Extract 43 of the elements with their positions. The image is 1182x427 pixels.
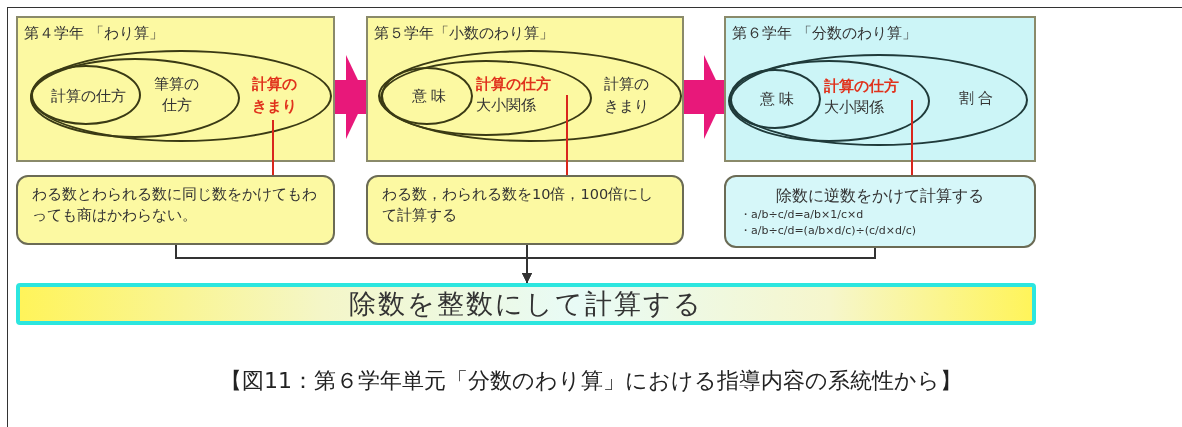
concept-label: 意 味 — [758, 89, 796, 110]
panel-heading: 第４学年 「わり算」 — [24, 24, 164, 43]
block-arrow — [335, 55, 366, 139]
highlighted-term: 計算の仕方 — [475, 73, 552, 95]
concept-ellipse — [378, 50, 682, 142]
highlighted-term: 計算の仕方 — [823, 75, 900, 97]
connector-line — [566, 94, 568, 176]
panel-heading: 第５学年「小数のわり算」 — [374, 24, 554, 43]
concept-ellipse — [727, 59, 930, 142]
note-text: 除数に逆数をかけて計算する — [775, 185, 985, 207]
concept-label: 意 味 — [410, 86, 448, 107]
highlighted-term: 計算のきまり — [250, 74, 298, 117]
block-arrow — [684, 55, 724, 139]
note-box — [16, 175, 335, 245]
summary-bar — [16, 283, 1036, 325]
concept-ellipse — [729, 69, 821, 129]
note-text: わる数とわられる数に同じ数をかけてもわっても商はかわらない。 — [32, 185, 318, 225]
concept-label: 大小関係 — [823, 97, 885, 119]
concept-ellipse — [30, 50, 332, 142]
concept-label: 筆算の仕方 — [153, 73, 200, 117]
arrow — [522, 247, 876, 284]
summary-text: 除数を整数にして計算する — [349, 287, 703, 321]
concept-ellipse — [379, 59, 592, 136]
concept-label: 計算の仕方 — [49, 86, 127, 107]
concept-ellipse — [31, 65, 141, 125]
concept-ellipse — [381, 67, 473, 125]
connector-line — [272, 119, 274, 176]
grade-panel — [366, 16, 684, 162]
grade-panel — [16, 16, 335, 162]
caption: 【図11：第６学年単元「分数のわり算」における指導内容の系統性から】 — [219, 367, 963, 395]
grade-panel — [724, 16, 1036, 162]
concept-label: 割 合 — [957, 88, 995, 109]
note-box — [724, 175, 1036, 248]
concept-label: 計算のきまり — [602, 74, 650, 117]
concept-ellipse — [730, 54, 1028, 146]
note-box — [366, 175, 684, 245]
formula-text: ・a/b÷c/d=a/b×1/c×d — [740, 207, 865, 224]
connector-line — [911, 99, 913, 176]
note-text: わる数，わられる数を10倍，100倍にして計算する — [382, 185, 655, 225]
concept-ellipse — [29, 57, 240, 138]
panel-heading: 第６学年 「分数のわり算」 — [732, 24, 917, 43]
concept-label: 大小関係 — [475, 95, 537, 117]
formula-text: ・a/b÷c/d=(a/b×d/c)÷(c/d×d/c) — [740, 223, 918, 240]
